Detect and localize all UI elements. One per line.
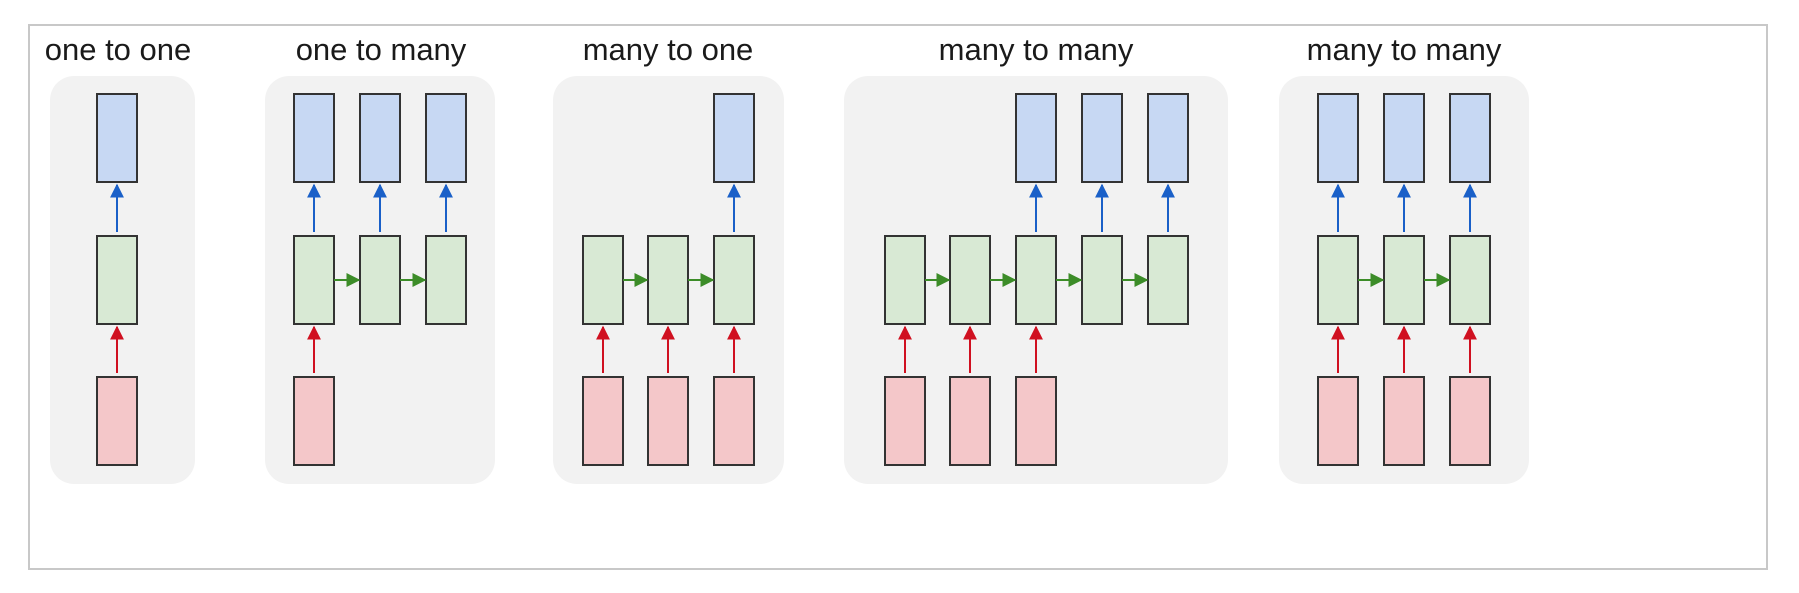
hidden-state-many-to-many-synced-0: [1317, 235, 1359, 325]
panel-title-many-to-one: many to one: [582, 32, 754, 67]
input-box-many-to-many-synced-0: [1317, 376, 1359, 466]
input-box-one-to-many-0: [293, 376, 335, 466]
panel-title-one-to-many: one to many: [295, 32, 467, 67]
input-box-many-to-many-delayed-0: [884, 376, 926, 466]
hidden-state-many-to-many-synced-2: [1449, 235, 1491, 325]
output-box-one-to-many-1: [359, 93, 401, 183]
hidden-state-many-to-one-1: [647, 235, 689, 325]
output-box-many-to-many-delayed-2: [1015, 93, 1057, 183]
hidden-state-one-to-one-0: [96, 235, 138, 325]
hidden-state-many-to-many-delayed-3: [1081, 235, 1123, 325]
hidden-state-many-to-many-delayed-0: [884, 235, 926, 325]
input-box-many-to-one-1: [647, 376, 689, 466]
output-box-many-to-many-delayed-3: [1081, 93, 1123, 183]
output-box-one-to-many-0: [293, 93, 335, 183]
hidden-state-many-to-one-2: [713, 235, 755, 325]
input-box-many-to-many-synced-1: [1383, 376, 1425, 466]
output-box-many-to-many-delayed-4: [1147, 93, 1189, 183]
input-box-many-to-many-synced-2: [1449, 376, 1491, 466]
diagram-frame: [28, 24, 1768, 570]
input-box-many-to-many-delayed-2: [1015, 376, 1057, 466]
hidden-state-many-to-many-delayed-1: [949, 235, 991, 325]
input-box-many-to-many-delayed-1: [949, 376, 991, 466]
hidden-state-many-to-many-delayed-4: [1147, 235, 1189, 325]
hidden-state-one-to-many-2: [425, 235, 467, 325]
panel-title-one-to-one: one to one: [44, 32, 192, 67]
hidden-state-many-to-many-delayed-2: [1015, 235, 1057, 325]
hidden-state-one-to-many-0: [293, 235, 335, 325]
hidden-state-many-to-one-0: [582, 235, 624, 325]
output-box-many-to-many-synced-1: [1383, 93, 1425, 183]
output-box-many-to-one-2: [713, 93, 755, 183]
output-box-many-to-many-synced-0: [1317, 93, 1359, 183]
hidden-state-one-to-many-1: [359, 235, 401, 325]
input-box-many-to-one-0: [582, 376, 624, 466]
input-box-many-to-one-2: [713, 376, 755, 466]
input-box-one-to-one-0: [96, 376, 138, 466]
output-box-one-to-one-0: [96, 93, 138, 183]
output-box-one-to-many-2: [425, 93, 467, 183]
hidden-state-many-to-many-synced-1: [1383, 235, 1425, 325]
panel-title-many-to-many-synced: many to many: [1306, 32, 1502, 67]
output-box-many-to-many-synced-2: [1449, 93, 1491, 183]
panel-title-many-to-many-delayed: many to many: [938, 32, 1134, 67]
